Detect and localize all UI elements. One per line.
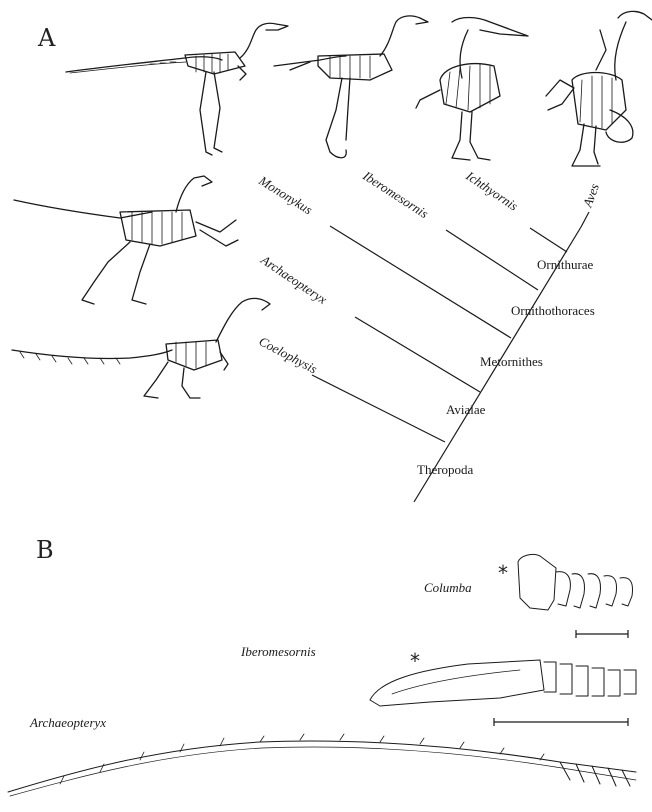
skeleton-coelurosaur-top: [66, 23, 288, 155]
tail-columba-drawing: [518, 554, 633, 610]
branch-iberomesornis: [446, 230, 538, 290]
branch-mononykus: [330, 226, 511, 338]
branch-ichthyornis: [530, 228, 567, 252]
taxon-archaeopteryx: Archaeopteryx: [257, 251, 329, 307]
tail-archaeopteryx-drawing: [8, 734, 636, 796]
skeleton-modern-bird: [546, 11, 652, 166]
panel-label-b: B: [36, 536, 54, 564]
asterisk-columba: *: [498, 561, 508, 585]
panel-label-a: A: [37, 24, 56, 52]
taxon-iberomesornis: Iberomesornis: [360, 167, 432, 221]
label-archaeopteryx-tail: Archaeopteryx: [29, 715, 106, 730]
node-avialae: Avialae: [446, 402, 486, 417]
skeleton-bird-2: [274, 16, 428, 158]
node-theropoda: Theropoda: [417, 462, 474, 477]
scale-bar-columba: [576, 630, 628, 638]
skeleton-mononykus: [14, 176, 238, 304]
asterisk-iberomesornis: *: [410, 649, 420, 673]
branch-coelophysis: [312, 375, 445, 442]
node-ornithothoraces: Ornithothoraces: [511, 303, 595, 318]
taxon-aves: Aves: [579, 182, 602, 210]
label-columba: Columba: [424, 580, 472, 595]
branch-aves: [581, 212, 589, 227]
skeleton-bird-3: [416, 18, 528, 161]
label-iberomesornis-tail: Iberomesornis: [240, 644, 316, 659]
node-metornithes: Metornithes: [480, 354, 543, 369]
skeleton-coelophysis: [12, 298, 270, 398]
taxon-mononykus: Mononykus: [256, 172, 316, 217]
scale-bar-iberomesornis: [494, 718, 628, 726]
taxon-ichthyornis: Ichthyornis: [462, 167, 520, 213]
branch-archaeopteryx: [355, 317, 480, 392]
taxon-coelophysis: Coelophysis: [257, 333, 320, 376]
node-ornithurae: Ornithurae: [537, 257, 594, 272]
cladogram: Coelophysis Archaeopteryx Mononykus Iber…: [256, 167, 602, 502]
